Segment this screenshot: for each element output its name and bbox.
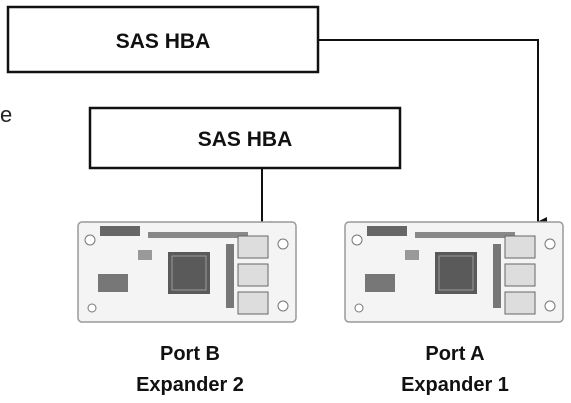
edge-text-fragment: e — [0, 102, 12, 127]
connector-top-hba-to-expander-1 — [318, 39, 547, 227]
expander-board-2 — [77, 221, 297, 323]
expander-2-name-label: Expander 2 — [136, 374, 244, 396]
sas-hba-box-bottom: SAS HBA — [88, 106, 402, 170]
expander-1-port-label: Port A — [425, 343, 484, 365]
sas-hba-box-top: SAS HBA — [6, 5, 320, 74]
sas-hba-top-label: SAS HBA — [116, 30, 211, 53]
sas-hba-bottom-label: SAS HBA — [198, 128, 293, 151]
expander-2-port-label: Port B — [160, 343, 220, 365]
expander-1-name-label: Expander 1 — [401, 374, 509, 396]
expander-board-1 — [344, 221, 564, 323]
